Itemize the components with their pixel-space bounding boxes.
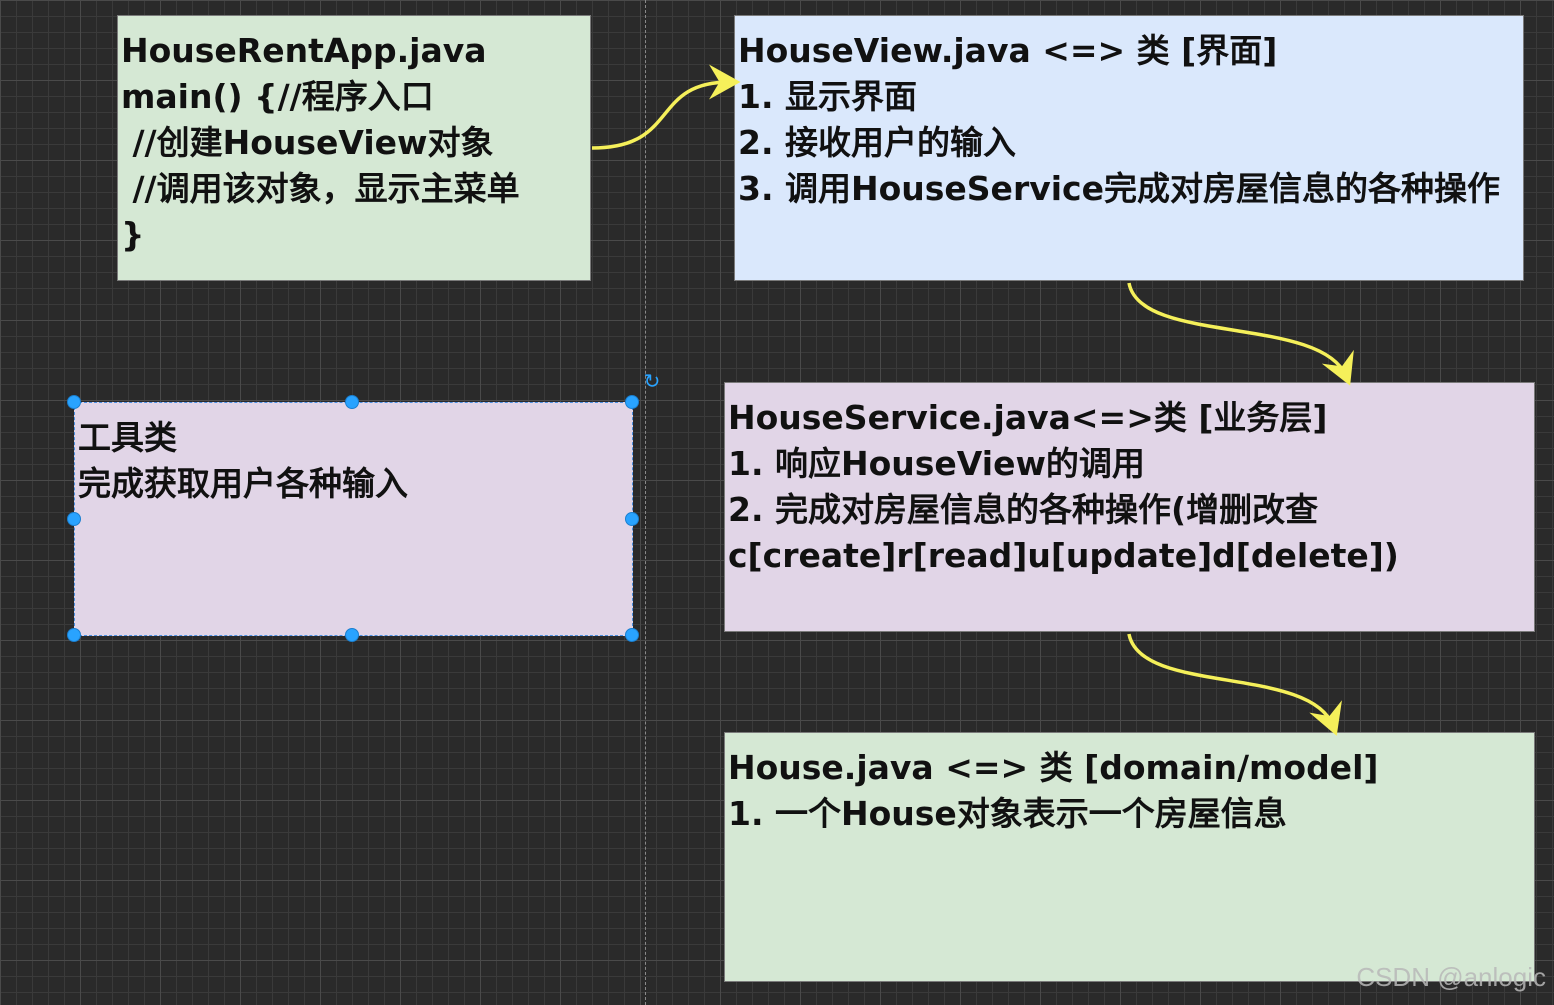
- resize-handle-top-left[interactable]: [67, 395, 81, 409]
- view-box-line: 3. 调用HouseService完成对房屋信息的各种操作: [738, 169, 1500, 208]
- house-model-box[interactable]: House.java <=> 类 [domain/model] 1. 一个Hou…: [724, 732, 1535, 982]
- watermark: CSDN @anlogic: [1356, 962, 1546, 992]
- arrow-service-to-house[interactable]: [1127, 633, 1342, 736]
- app-box-line: //调用该对象，显示主菜单: [121, 169, 520, 208]
- service-box-line: 2. 完成对房屋信息的各种操作(增删改查: [728, 490, 1319, 529]
- app-box-line: main() {//程序入口: [121, 77, 434, 116]
- utility-box-line: 完成获取用户各种输入: [78, 464, 408, 503]
- resize-handle-top-right[interactable]: [625, 395, 639, 409]
- house-box-title: House.java <=> 类 [domain/model]: [728, 748, 1379, 787]
- view-box-line: 1. 显示界面: [738, 77, 917, 116]
- view-box-title: HouseView.java <=> 类 [界面]: [738, 31, 1278, 70]
- utility-box[interactable]: 工具类 完成获取用户各种输入: [74, 402, 633, 636]
- arrow-view-to-service[interactable]: [1127, 282, 1354, 386]
- utility-box-title: 工具类: [78, 418, 177, 457]
- view-box-line: 2. 接收用户的输入: [738, 123, 1016, 162]
- resize-handle-bottom-left[interactable]: [67, 628, 81, 642]
- resize-handle-bottom[interactable]: [345, 628, 359, 642]
- rotate-icon[interactable]: ↻: [643, 369, 661, 393]
- app-box-line: //创建HouseView对象: [121, 123, 494, 162]
- app-box-title: HouseRentApp.java: [121, 31, 487, 70]
- alignment-guide: [645, 0, 646, 1005]
- resize-handle-right[interactable]: [625, 512, 639, 526]
- resize-handle-top[interactable]: [345, 395, 359, 409]
- resize-handle-left[interactable]: [67, 512, 81, 526]
- app-box-line: }: [121, 215, 145, 254]
- house-service-box[interactable]: HouseService.java<=>类 [业务层] 1. 响应HouseVi…: [724, 382, 1535, 632]
- resize-handle-bottom-right[interactable]: [625, 628, 639, 642]
- service-box-line: c[create]r[read]u[update]d[delete]): [728, 536, 1399, 575]
- house-rent-app-box[interactable]: HouseRentApp.java main() {//程序入口 //创建Hou…: [117, 15, 591, 281]
- house-box-line: 1. 一个House对象表示一个房屋信息: [728, 794, 1287, 833]
- house-view-box[interactable]: HouseView.java <=> 类 [界面] 1. 显示界面 2. 接收用…: [734, 15, 1524, 281]
- service-box-line: 1. 响应HouseView的调用: [728, 444, 1145, 483]
- service-box-title: HouseService.java<=>类 [业务层]: [728, 398, 1328, 437]
- arrow-app-to-view[interactable]: [591, 64, 741, 150]
